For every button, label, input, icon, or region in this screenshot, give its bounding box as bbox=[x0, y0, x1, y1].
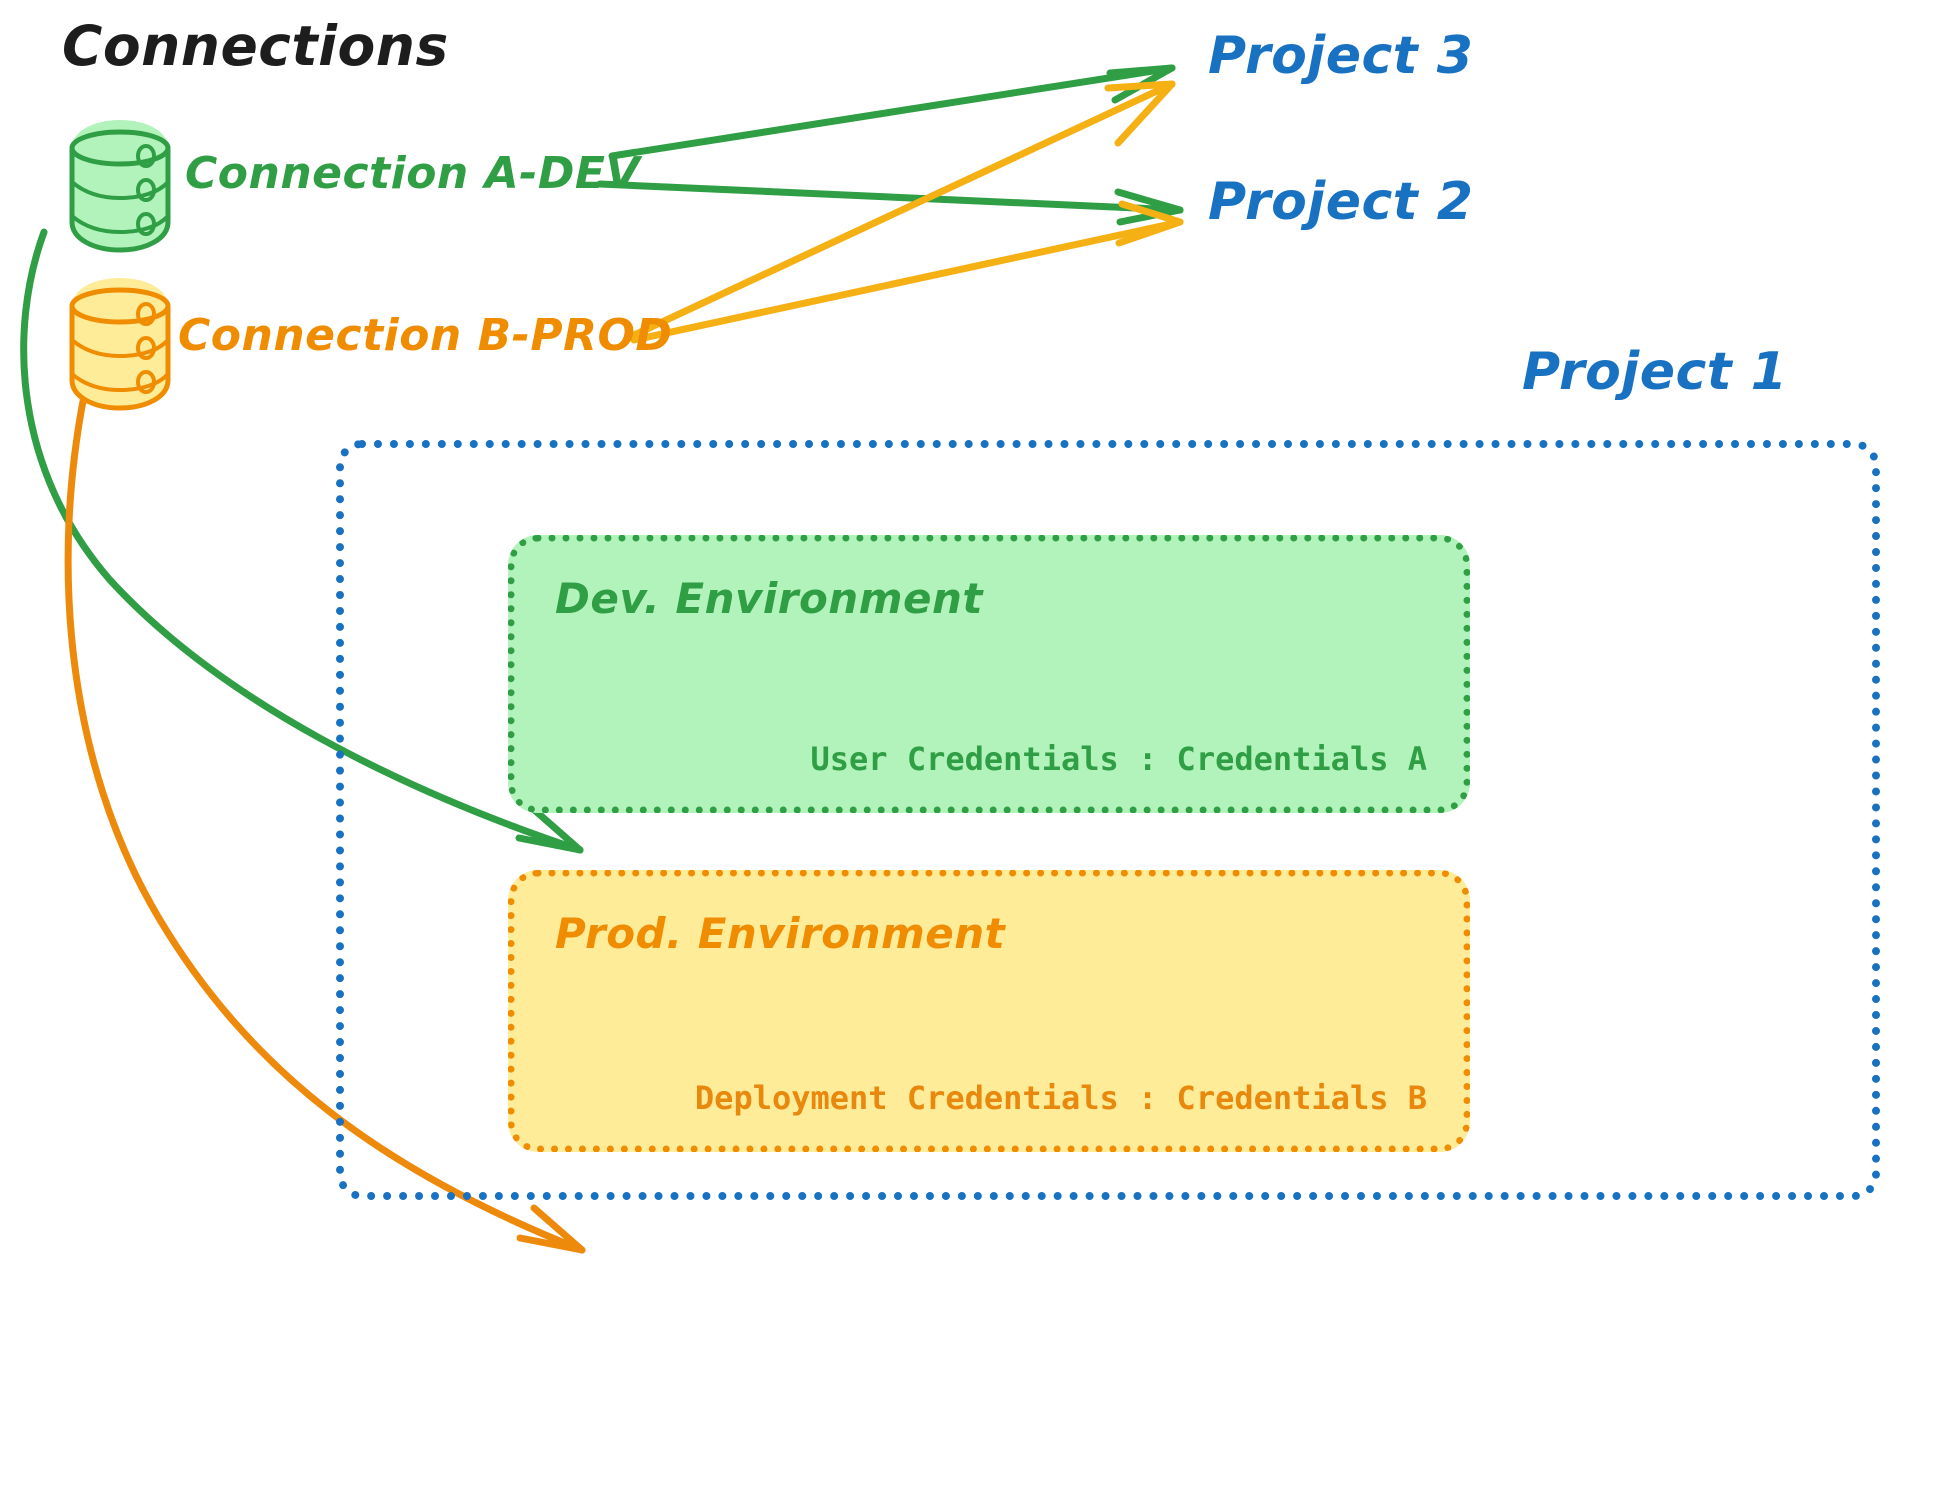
project-1-container: Dev. Environment User Credentials : Cred… bbox=[336, 440, 1880, 1200]
dev-environment-credentials: User Credentials : Credentials A bbox=[810, 740, 1428, 778]
dev-environment-title: Dev. Environment bbox=[555, 574, 983, 623]
project-2-label: Project 2 bbox=[1208, 172, 1474, 232]
arrow-conn-b-to-project-3 bbox=[628, 80, 1176, 340]
project-1-label: Project 1 bbox=[1522, 342, 1788, 402]
prod-environment-box: Prod. Environment Deployment Credentials… bbox=[508, 870, 1470, 1152]
database-icon-connection-b-prod bbox=[69, 278, 171, 411]
project-3-label: Project 3 bbox=[1208, 26, 1474, 86]
arrow-conn-b-to-project-2 bbox=[630, 200, 1184, 344]
arrow-conn-a-to-project-3 bbox=[608, 64, 1176, 160]
prod-environment-credentials: Deployment Credentials : Credentials B bbox=[694, 1079, 1427, 1117]
diagram-title: Connections bbox=[62, 14, 449, 78]
arrow-conn-a-to-dev-environment bbox=[20, 228, 584, 854]
dev-environment-box: Dev. Environment User Credentials : Cred… bbox=[508, 535, 1470, 813]
database-icon-connection-a-dev bbox=[69, 120, 171, 253]
connection-b-prod-label: Connection B-PROD bbox=[178, 310, 673, 361]
arrow-conn-b-to-prod-environment bbox=[64, 392, 586, 1254]
connection-a-dev-label: Connection A-DEV bbox=[185, 148, 641, 199]
prod-environment-title: Prod. Environment bbox=[555, 909, 1006, 958]
